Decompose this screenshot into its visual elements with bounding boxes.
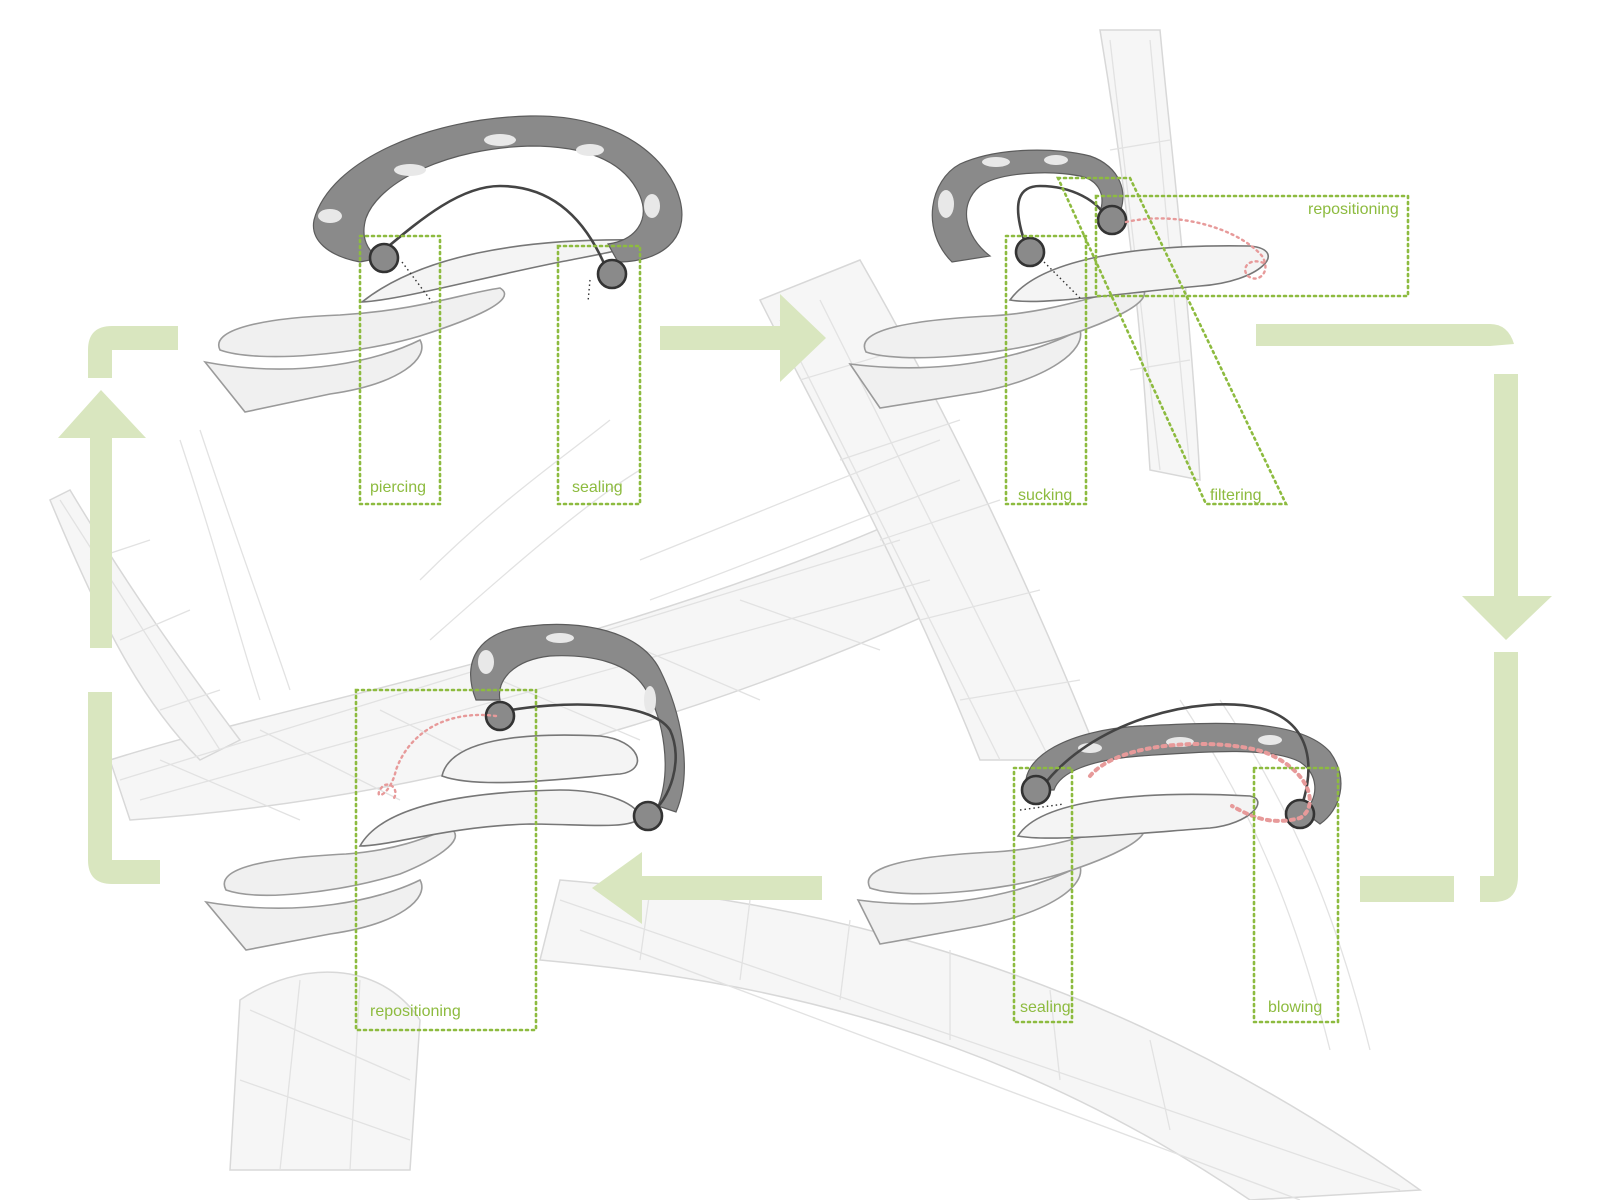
stage-repositioning: repositioning <box>203 623 685 1032</box>
joint-left <box>368 242 400 274</box>
label-piercing: piercing <box>370 479 426 496</box>
mechanism-arm <box>470 623 685 813</box>
flow-arrow-segment-top-right <box>1256 324 1514 346</box>
stage-sucking-filtering: sucking filtering repositioning <box>848 149 1410 506</box>
stage-sealing-blowing: sealing blowing <box>856 703 1342 1024</box>
pad-top <box>441 734 639 784</box>
joint-left <box>484 700 516 732</box>
zone-sealing <box>1012 766 1074 1024</box>
joint-left <box>1014 236 1046 268</box>
zone-blowing <box>1252 766 1340 1024</box>
flow-arrow-left <box>592 852 822 924</box>
tendon-wire <box>1038 703 1310 811</box>
mechanism-arm <box>1024 722 1342 825</box>
label-sealing-bottom: sealing <box>1020 999 1071 1016</box>
pad-top <box>1008 245 1269 303</box>
flow-arrow-segment-bottom-left <box>88 692 160 884</box>
flow-arrow-up <box>58 390 146 648</box>
pad-middle-wave <box>358 789 641 847</box>
zone-filtering <box>1055 176 1289 506</box>
zone-repositioning <box>1094 194 1410 298</box>
flow-arrow-down <box>1462 374 1552 640</box>
label-filtering: filtering <box>1210 487 1262 504</box>
flow-arrow-segment-bottom <box>1360 876 1454 902</box>
zone-sealing <box>556 244 642 506</box>
label-blowing: blowing <box>1268 999 1322 1016</box>
reposition-path <box>377 713 498 800</box>
zone-repositioning <box>354 688 538 1032</box>
label-repositioning-bottom: repositioning <box>370 1003 461 1020</box>
flow-arrow-right <box>660 294 826 382</box>
tendon-wire <box>383 184 608 269</box>
flow-arrow-segment-bottom-right <box>1480 652 1518 902</box>
joint-right <box>632 800 664 832</box>
pad-lower <box>203 338 423 413</box>
joint-right <box>596 258 628 290</box>
label-sealing: sealing <box>572 479 623 496</box>
joint-right <box>1096 204 1128 236</box>
pad-middle <box>217 287 506 358</box>
label-repositioning-top: repositioning <box>1308 201 1399 218</box>
reposition-path <box>1124 217 1268 280</box>
wireframe-tree-background <box>49 29 1423 1200</box>
joint-left <box>1020 774 1052 806</box>
cycle-flow-arrows <box>58 294 1552 924</box>
stage-piercing-sealing: piercing sealing <box>203 115 683 506</box>
flow-arrow-segment-top-left <box>88 326 178 378</box>
tendon-wire <box>499 703 677 816</box>
label-sucking: sucking <box>1018 487 1072 504</box>
blow-path <box>1088 741 1312 823</box>
pad-lower <box>203 878 423 951</box>
pad-top <box>1016 793 1259 839</box>
